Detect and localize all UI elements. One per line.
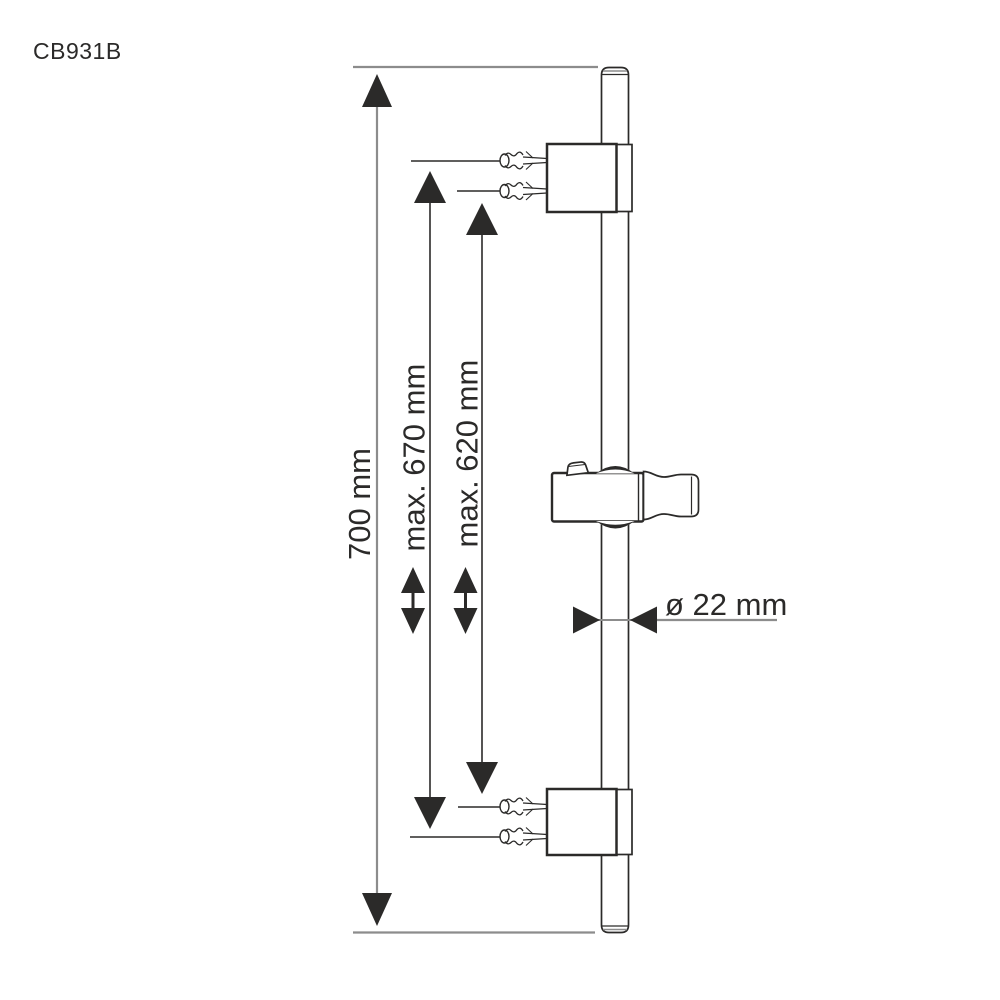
slider-body bbox=[550, 471, 645, 523]
rail-clamp bbox=[615, 788, 633, 856]
collar-top-arc bbox=[596, 466, 635, 474]
down-arrow-icon bbox=[466, 762, 498, 794]
bracket-body bbox=[545, 787, 618, 857]
dimension-670mm bbox=[401, 160, 501, 838]
bottom-wall-bracket bbox=[499, 787, 633, 857]
adjustability-double-arrow-icon bbox=[453, 567, 478, 634]
top-wall-bracket bbox=[499, 142, 633, 214]
release-button bbox=[565, 461, 590, 477]
dimension-620mm bbox=[453, 190, 501, 808]
wall-plug-icon bbox=[499, 151, 548, 170]
dimension-label-diameter-22mm: ø 22 mm bbox=[665, 587, 788, 622]
dimension-label-max-670mm: max. 670 mm bbox=[396, 363, 432, 552]
dimension-label-max-620mm: max. 620 mm bbox=[449, 359, 485, 548]
wall-plug-icon bbox=[499, 797, 548, 816]
handset-cup bbox=[642, 470, 700, 521]
bracket-body bbox=[545, 142, 618, 214]
left-arrow-icon bbox=[630, 606, 657, 634]
up-arrow-icon bbox=[466, 203, 498, 235]
slider-shower-holder bbox=[550, 461, 700, 529]
wall-plug-icon bbox=[499, 827, 548, 846]
dimension-label-700mm: 700 mm bbox=[342, 448, 377, 560]
product-code-label: CB931B bbox=[33, 38, 122, 64]
down-arrow-icon bbox=[414, 797, 446, 829]
down-arrow-icon bbox=[362, 893, 392, 926]
rail-clamp bbox=[615, 143, 633, 213]
dimension-700mm bbox=[353, 65, 598, 934]
wall-plug-icon bbox=[499, 181, 548, 201]
up-arrow-icon bbox=[414, 171, 446, 203]
dimension-diameter-22mm bbox=[573, 606, 777, 634]
collar-bottom-arc bbox=[596, 521, 635, 529]
right-arrow-icon bbox=[573, 606, 600, 634]
adjustability-double-arrow-icon bbox=[401, 567, 425, 634]
up-arrow-icon bbox=[362, 74, 392, 107]
